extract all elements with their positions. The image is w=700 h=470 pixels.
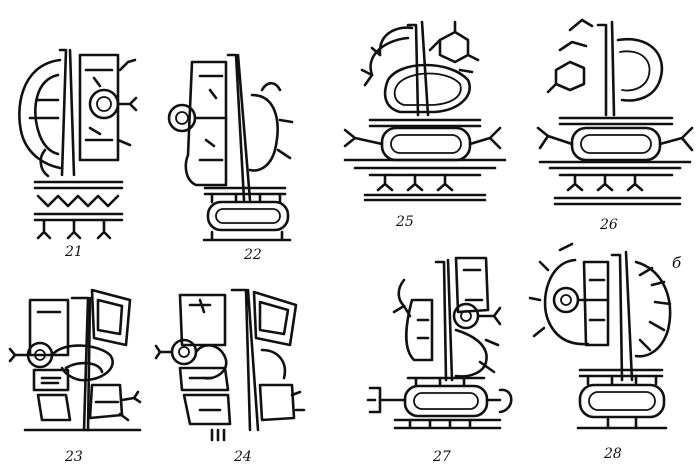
figure-28-letter-mark: б xyxy=(672,254,682,272)
figure-label-24: 24 xyxy=(234,449,252,465)
glyph-22 xyxy=(167,53,294,242)
figure-label-25: 25 xyxy=(396,214,414,230)
figure-label-27: 27 xyxy=(433,449,451,465)
glyph-27 xyxy=(366,256,513,430)
glyph-28 xyxy=(528,242,672,430)
glyph-21 xyxy=(18,48,138,240)
figure-label-21: 21 xyxy=(65,244,83,260)
glyph-25 xyxy=(343,20,507,202)
figure-label-22: 22 xyxy=(244,247,262,263)
glyph-26 xyxy=(536,18,694,206)
glyph-24 xyxy=(154,288,306,442)
glyph-23 xyxy=(8,288,142,432)
figure-label-28: 28 xyxy=(604,446,622,462)
figure-label-26: 26 xyxy=(600,217,618,233)
figure-label-23: 23 xyxy=(65,449,83,465)
